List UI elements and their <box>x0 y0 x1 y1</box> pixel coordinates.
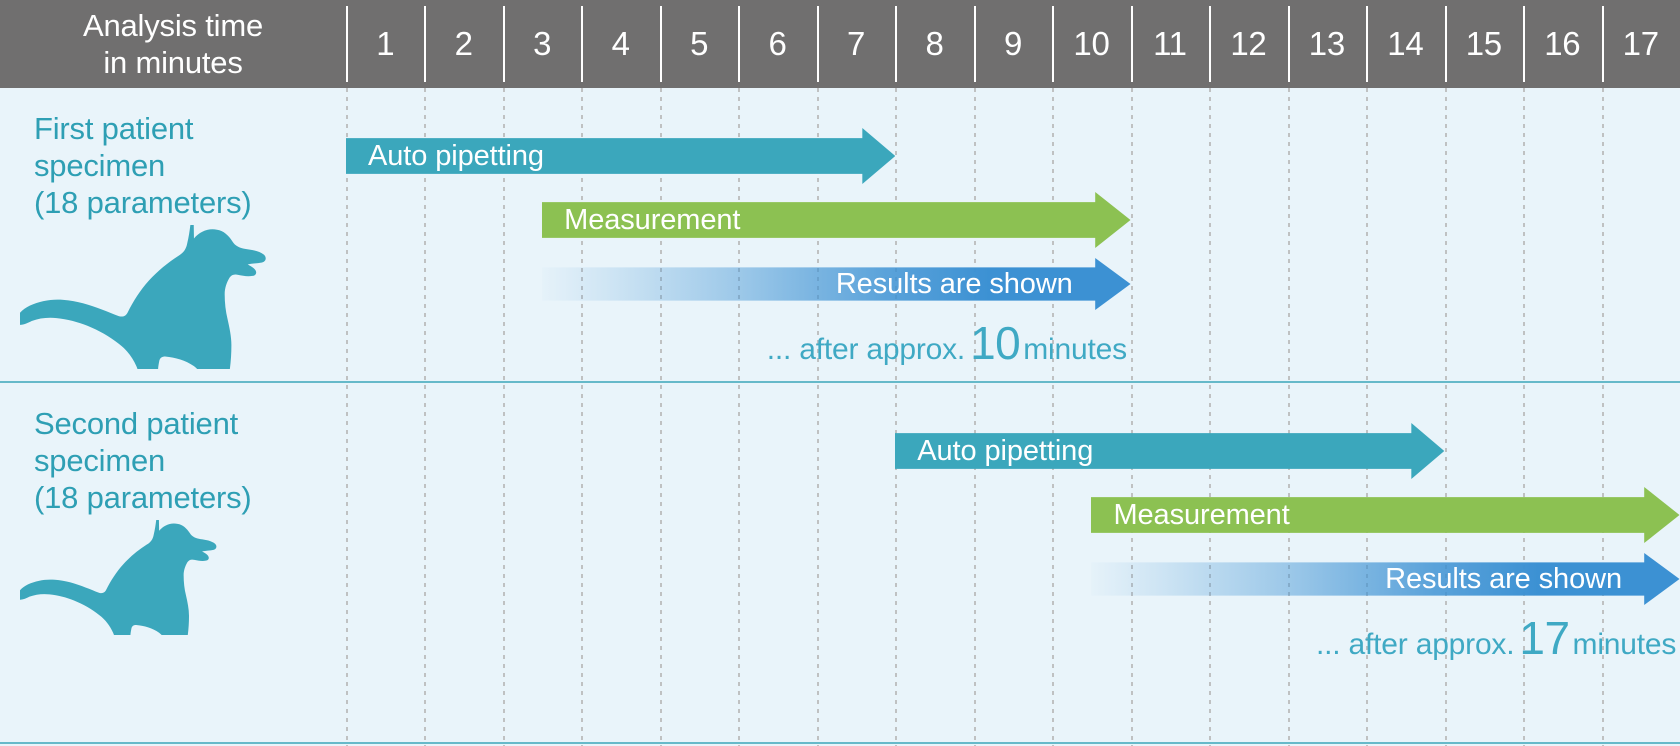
minute-tick-11: 11 <box>1130 0 1209 88</box>
minute-tick-5: 5 <box>659 0 738 88</box>
arrow-shape <box>346 128 896 184</box>
minute-tick-label: 6 <box>768 25 787 62</box>
patient-icon-wrap <box>0 179 346 398</box>
minute-tick-6: 6 <box>738 0 816 88</box>
bar-results-are-shown-row2[interactable]: Results are shown <box>1091 553 1680 605</box>
minute-tick-2: 2 <box>424 0 502 88</box>
gridline-12 <box>1209 88 1287 746</box>
bar-measurement-row2[interactable]: Measurement <box>1091 487 1680 543</box>
row-divider-bottom <box>0 742 1680 744</box>
row-label-line1: First patient <box>34 111 194 146</box>
bar-label: Measurement <box>1113 498 1290 531</box>
bar-label: Results are shown <box>835 267 1073 300</box>
bar-measurement-row1[interactable]: Measurement <box>542 192 1131 248</box>
bar-results-are-shown-row1[interactable]: Results are shown <box>542 258 1131 310</box>
summary-value: 17 <box>1519 612 1570 664</box>
minute-tick-label: 14 <box>1387 25 1424 62</box>
minute-tick-17: 17 <box>1601 0 1680 88</box>
arrow-shape <box>1091 487 1680 543</box>
patient-icon-wrap <box>0 483 346 658</box>
minute-tick-label: 11 <box>1153 25 1187 62</box>
gridline-5 <box>659 88 738 746</box>
bar-label: Measurement <box>564 203 741 236</box>
arrow-shape <box>1091 553 1680 605</box>
gridline-11 <box>1130 88 1209 746</box>
minute-tick-4: 4 <box>581 0 659 88</box>
minute-tick-label: 2 <box>454 25 473 62</box>
gridline-10 <box>1052 88 1130 746</box>
gridline-3 <box>502 88 581 746</box>
bar-label: Auto pipetting <box>368 139 544 172</box>
header-title: Analysis time in minutes <box>0 0 346 88</box>
gridline-8 <box>895 88 973 746</box>
minute-tick-label: 13 <box>1308 25 1345 62</box>
minute-tick-1: 1 <box>346 0 424 88</box>
minute-tick-8: 8 <box>895 0 973 88</box>
gridline-1 <box>346 88 424 746</box>
bar-label: Auto pipetting <box>917 434 1094 467</box>
bar-auto-pipetting-row1[interactable]: Auto pipetting <box>346 128 896 184</box>
arrow-shape <box>542 258 1131 310</box>
minute-tick-label: 7 <box>847 25 866 62</box>
minute-tick-label: 10 <box>1073 25 1110 62</box>
minute-tick-label: 17 <box>1622 25 1659 62</box>
minute-tick-13: 13 <box>1287 0 1366 88</box>
row-label-line3: (18 parameters) <box>34 480 252 515</box>
minute-tick-label: 9 <box>1003 25 1023 62</box>
summary-prefix: ... after approx. <box>1316 628 1515 661</box>
minute-tick-3: 3 <box>502 0 581 88</box>
minute-tick-9: 9 <box>973 0 1052 88</box>
row-label-line2: specimen <box>34 148 166 183</box>
summary-value: 10 <box>970 317 1021 369</box>
gridline-9 <box>973 88 1052 746</box>
minute-tick-16: 16 <box>1523 0 1601 88</box>
dog-silhouette-icon <box>16 483 217 658</box>
minute-tick-label: 5 <box>690 25 709 62</box>
gridline-7 <box>816 88 895 746</box>
minute-tick-label: 1 <box>376 25 395 62</box>
gridline-2 <box>424 88 502 746</box>
summary-suffix: minutes <box>1572 628 1677 661</box>
summary-suffix: minutes <box>1023 333 1127 366</box>
minute-tick-14: 14 <box>1366 0 1444 88</box>
minute-tick-label: 15 <box>1465 25 1502 62</box>
arrow-shape <box>895 423 1445 479</box>
header-title-line1: Analysis time <box>82 8 263 43</box>
minute-tick-label: 4 <box>611 25 630 62</box>
gridline-4 <box>581 88 659 746</box>
arrow-shape <box>542 192 1131 248</box>
bar-auto-pipetting-row2[interactable]: Auto pipetting <box>895 423 1445 479</box>
minute-tick-15: 15 <box>1444 0 1523 88</box>
dog-silhouette-icon <box>15 179 266 398</box>
row-label-line2: specimen <box>34 443 166 478</box>
minute-tick-12: 12 <box>1209 0 1287 88</box>
minute-tick-label: 3 <box>533 25 552 62</box>
header-title-line2: in minutes <box>103 45 243 80</box>
minute-tick-label: 8 <box>925 25 944 62</box>
minute-tick-10: 10 <box>1052 0 1130 88</box>
minute-tick-label: 16 <box>1544 25 1581 62</box>
row-label-line3: (18 parameters) <box>34 185 252 220</box>
bar-label: Results are shown <box>1385 562 1622 595</box>
summary-prefix: ... after approx. <box>766 333 966 366</box>
minute-tick-7: 7 <box>816 0 895 88</box>
row-label-line1: Second patient <box>34 406 239 441</box>
row-divider-top <box>0 381 1680 383</box>
gridline-6 <box>738 88 816 746</box>
minute-tick-label: 12 <box>1230 25 1267 62</box>
